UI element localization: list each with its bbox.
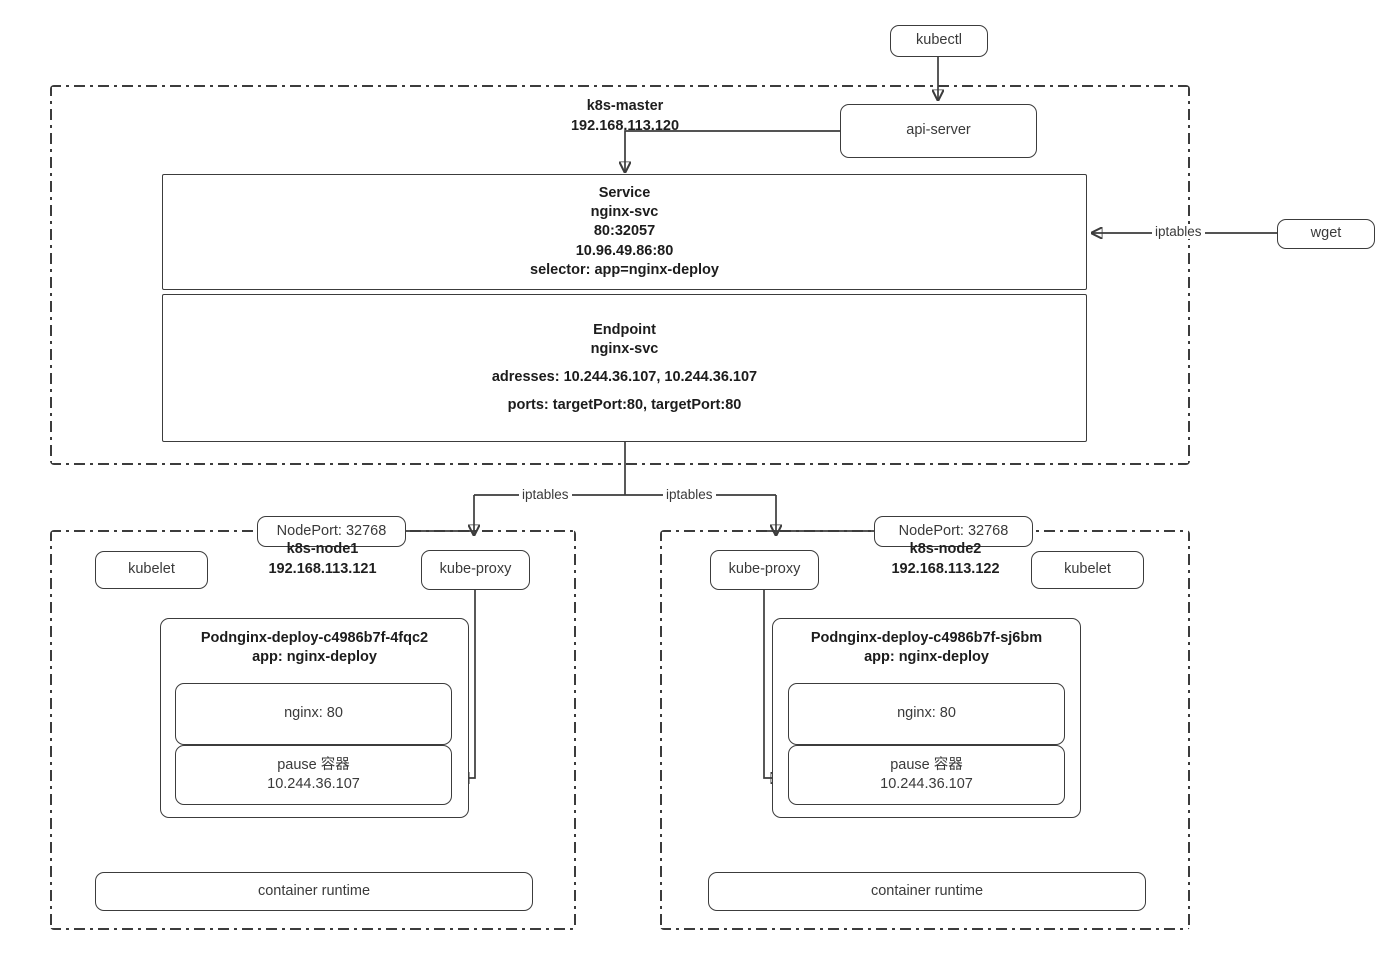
node2-nodeport-box[interactable]: NodePort: 32768 xyxy=(874,516,1033,547)
node2-name: k8s-node2 xyxy=(909,541,982,557)
node2-container-pause: pause 容器 10.244.36.107 xyxy=(788,745,1065,805)
node2-container-nginx-label: nginx: 80 xyxy=(897,705,956,722)
node1-kube-proxy-label: kube-proxy xyxy=(439,561,512,578)
wget-box[interactable]: wget xyxy=(1277,219,1375,249)
node2-container-runtime-box[interactable]: container runtime xyxy=(708,872,1146,911)
node1-container-pause-label: pause 容器 xyxy=(277,756,350,773)
node2-nodeport-label: NodePort: 32768 xyxy=(898,522,1009,539)
master-name: k8s-master xyxy=(586,98,664,114)
node2-container-runtime-label: container runtime xyxy=(870,882,984,899)
master-ip: 192.168.113.120 xyxy=(570,117,680,134)
node2-ip: 192.168.113.122 xyxy=(891,560,1000,577)
service-name: nginx-svc xyxy=(590,204,659,221)
node1-kubelet-box[interactable]: kubelet xyxy=(95,551,208,589)
kubectl-label: kubectl xyxy=(916,32,962,49)
api-server-box[interactable]: api-server xyxy=(840,104,1037,158)
node1-title: k8s-node1 192.168.113.121 xyxy=(215,540,430,579)
node2-kubelet-box[interactable]: kubelet xyxy=(1031,551,1144,589)
node2-container-nginx: nginx: 80 xyxy=(788,683,1065,745)
node1-kube-proxy-box[interactable]: kube-proxy xyxy=(421,550,530,590)
service-selector: selector: app=nginx-deploy xyxy=(530,261,719,278)
node2-kubelet-label: kubelet xyxy=(1064,561,1111,578)
node1-kubelet-label: kubelet xyxy=(128,561,175,578)
node1-container-nginx: nginx: 80 xyxy=(175,683,452,745)
service-cluster-ip: 10.96.49.86:80 xyxy=(575,242,674,259)
node2-container-pause-label: pause 容器 xyxy=(890,756,963,773)
endpoint-title: Endpoint xyxy=(593,321,656,338)
node2-pod-label: app: nginx-deploy xyxy=(864,649,989,666)
api-server-label: api-server xyxy=(906,122,971,139)
endpoint-addresses: adresses: 10.244.36.107, 10.244.36.107 xyxy=(491,369,758,385)
node2-container-pause-ip: 10.244.36.107 xyxy=(880,776,973,792)
edge-label-iptables-wget: iptables xyxy=(1152,224,1205,239)
node1-pod-label: app: nginx-deploy xyxy=(252,649,377,666)
node1-nodeport-box[interactable]: NodePort: 32768 xyxy=(257,516,406,547)
node1-nodeport-label: NodePort: 32768 xyxy=(276,522,387,539)
node1-container-runtime-box[interactable]: container runtime xyxy=(95,872,533,911)
node2-title: k8s-node2 192.168.113.122 xyxy=(838,540,1053,579)
node1-container-pause-ip: 10.244.36.107 xyxy=(267,776,360,792)
endpoint-ports: ports: targetPort:80, targetPort:80 xyxy=(507,397,742,414)
service-title: Service xyxy=(598,185,651,202)
node1-ip: 192.168.113.121 xyxy=(268,560,377,577)
node1-container-pause: pause 容器 10.244.36.107 xyxy=(175,745,452,805)
node1-name: k8s-node1 xyxy=(286,541,359,557)
node1-container-nginx-label: nginx: 80 xyxy=(284,705,343,722)
wget-label: wget xyxy=(1310,225,1342,242)
endpoint-box: Endpoint nginx-svc adresses: 10.244.36.1… xyxy=(162,294,1087,442)
node2-kube-proxy-label: kube-proxy xyxy=(728,561,801,578)
node1-pod-name: Podnginx-deploy-c4986b7f-4fqc2 xyxy=(200,630,429,646)
service-ports: 80:32057 xyxy=(593,223,656,240)
endpoint-name: nginx-svc xyxy=(590,340,659,357)
edge-label-iptables-node1: iptables xyxy=(519,487,572,502)
node2-pod-name: Podnginx-deploy-c4986b7f-sj6bm xyxy=(810,630,1043,646)
edge-label-iptables-node2: iptables xyxy=(663,487,716,502)
node2-kube-proxy-box[interactable]: kube-proxy xyxy=(710,550,819,590)
kubectl-box[interactable]: kubectl xyxy=(890,25,988,57)
master-title: k8s-master 192.168.113.120 xyxy=(490,97,760,136)
service-box: Service nginx-svc 80:32057 10.96.49.86:8… xyxy=(162,174,1087,290)
node1-container-runtime-label: container runtime xyxy=(257,882,371,899)
